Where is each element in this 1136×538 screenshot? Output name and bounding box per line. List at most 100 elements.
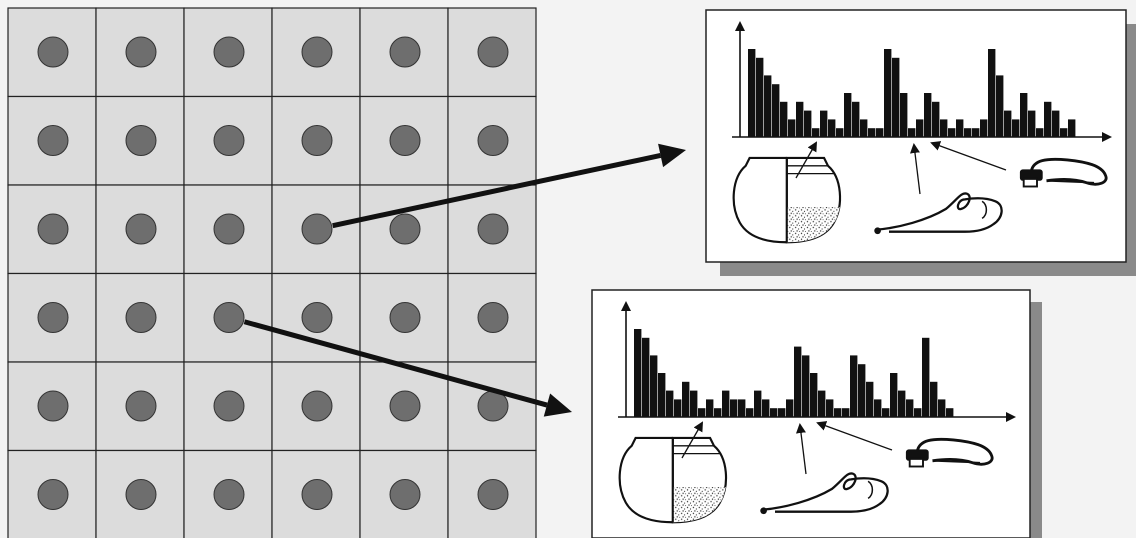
histogram-bar — [812, 128, 820, 137]
pointer-line — [681, 421, 703, 459]
grid-cell — [7, 184, 97, 275]
histogram-bar — [980, 119, 988, 137]
grid-cell — [95, 449, 185, 538]
histogram-bar — [730, 399, 738, 417]
grid-cell — [95, 95, 185, 186]
sample-point — [37, 36, 69, 68]
histogram-bar — [892, 57, 900, 137]
histogram-bar — [906, 399, 914, 417]
grid-cell — [7, 7, 97, 98]
grid-cell — [271, 449, 361, 538]
sample-point — [477, 479, 509, 510]
histogram-bar — [682, 381, 690, 417]
sample-point — [125, 125, 157, 156]
grid-cell — [359, 184, 449, 275]
histogram-bar — [722, 390, 730, 417]
histogram-bar — [650, 355, 658, 417]
sample-point — [301, 125, 333, 156]
sample-point — [301, 302, 333, 333]
histogram-bar — [898, 390, 906, 417]
histogram-bar — [1036, 128, 1044, 137]
pointer-line — [910, 143, 921, 195]
histogram-bar — [770, 408, 778, 417]
sample-point — [125, 302, 157, 333]
histogram-bar — [762, 399, 770, 417]
histogram-bar — [658, 373, 666, 417]
sample-point — [125, 213, 157, 245]
histogram-bar — [756, 57, 764, 137]
histogram-bar — [948, 128, 956, 137]
grid-cell — [271, 95, 361, 186]
histogram-bar — [666, 390, 674, 417]
histogram-bar — [706, 399, 714, 417]
histogram-bar — [884, 49, 892, 137]
sample-point — [389, 213, 421, 245]
grid-cell — [447, 272, 537, 363]
grid-cell — [271, 184, 361, 275]
grid-cell — [7, 449, 97, 538]
histogram-bar — [738, 399, 746, 417]
sample-point — [301, 479, 333, 510]
sample-point — [213, 36, 245, 68]
histogram-bar — [908, 128, 916, 137]
histogram-bar — [714, 408, 722, 417]
sample-point — [37, 213, 69, 245]
pointer-line — [796, 423, 807, 475]
grid-cell — [447, 95, 537, 186]
sample-point — [213, 213, 245, 245]
fibula-spring-icon — [760, 472, 889, 515]
grid-cell — [183, 95, 273, 186]
sample-point — [477, 302, 509, 333]
histogram-bar — [772, 84, 780, 137]
histogram-bar — [914, 408, 922, 417]
grid-cell — [447, 449, 537, 538]
histogram-bar — [900, 93, 908, 137]
sample-point — [213, 125, 245, 156]
sample-point — [213, 479, 245, 510]
sample-point — [301, 390, 333, 422]
panel-bottom — [591, 289, 1042, 538]
histogram-bar — [844, 93, 852, 137]
fibula-spring-icon — [874, 192, 1003, 235]
grid-cell — [7, 361, 97, 452]
grid-cell — [7, 272, 97, 363]
fibula-bow-icon — [905, 437, 994, 468]
pot-icon — [618, 436, 728, 524]
grid-cell — [271, 361, 361, 452]
fibula-bow-icon — [1019, 157, 1108, 188]
histogram-bar — [794, 346, 802, 417]
histogram-bar — [748, 49, 756, 137]
sample-point — [37, 390, 69, 422]
grid-cell — [95, 361, 185, 452]
histogram-bar — [858, 364, 866, 417]
histogram-bar — [850, 355, 858, 417]
histogram-bar — [1012, 119, 1020, 137]
histogram-bar — [788, 119, 796, 137]
sample-point — [389, 125, 421, 156]
sample-point — [477, 213, 509, 245]
grid-cell — [95, 7, 185, 98]
grid-cell — [183, 7, 273, 98]
pointer-line — [816, 421, 893, 451]
histogram-bar — [820, 110, 828, 137]
pointer-line — [795, 141, 817, 179]
sample-point — [125, 479, 157, 510]
grid-cell — [7, 95, 97, 186]
histogram-bar — [874, 399, 882, 417]
histogram-bar — [746, 408, 754, 417]
histogram-bar — [818, 390, 826, 417]
pot-icon — [732, 156, 842, 244]
histogram-bar — [764, 75, 772, 137]
sample-point — [37, 125, 69, 156]
histogram-bar — [634, 329, 642, 417]
histogram-bar — [946, 408, 954, 417]
grid-cell — [183, 361, 273, 452]
grid-cell — [271, 7, 361, 98]
sample-grid — [7, 7, 537, 538]
histogram-bar — [828, 119, 836, 137]
histogram-bar — [852, 101, 860, 137]
histogram-bar — [754, 390, 762, 417]
grid-cell — [359, 272, 449, 363]
data-flow-arrow — [332, 143, 686, 229]
